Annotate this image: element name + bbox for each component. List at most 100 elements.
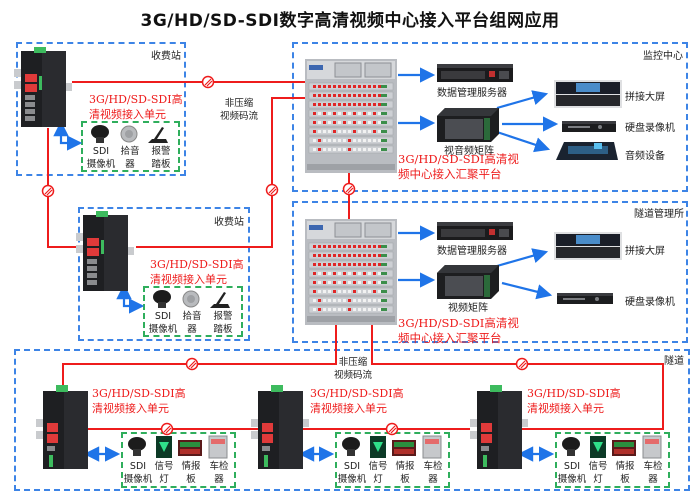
rack-port [373, 299, 376, 302]
rack-port [333, 299, 336, 302]
rack-port [318, 94, 321, 97]
aggregation-platform-tunnelmgmt[interactable] [305, 219, 397, 325]
rack-port [353, 121, 356, 124]
line2: 摄像机 [123, 474, 153, 485]
label-line2: 频中心接入汇聚平台 [398, 167, 502, 181]
rack-port [323, 308, 326, 311]
rack-port [353, 94, 356, 97]
rack-port [368, 245, 371, 248]
line1: 报警 [213, 311, 233, 322]
rack-port [368, 290, 371, 293]
server-icon [437, 64, 517, 84]
rack-port [373, 121, 376, 124]
rack-port [353, 103, 356, 106]
link-matrix-dvr-tm [501, 281, 553, 300]
sdi-camera-icon [562, 437, 580, 456]
line1: 车检 [423, 461, 443, 472]
monitor-output-dvr: 硬盘录像机 [625, 123, 675, 134]
rack-port [323, 290, 326, 293]
line1: SDI [154, 311, 172, 322]
line2: 踏板 [213, 324, 233, 335]
stream-line1: 非压缩 [224, 98, 254, 109]
rack-port [338, 272, 341, 275]
label-line1: 3G/HD/SD-SDI高清视 [398, 152, 519, 166]
fiber-markers [41, 75, 529, 436]
tunnelmgmt-output-dvr: 硬盘录像机 [625, 297, 675, 308]
toll1-devices: SDI 摄像机 拾音 器 报警 踏板 [86, 121, 178, 171]
rack-port [328, 103, 331, 106]
device-label-microphone: 拾音 器 [116, 145, 144, 171]
rack-port [338, 112, 341, 115]
rack-port [373, 148, 376, 151]
stream-line2: 视频码流 [333, 370, 372, 381]
tunnelmgmt-platform-label: 3G/HD/SD-SDI高清视 频中心接入汇聚平台 [398, 316, 519, 346]
rack-port [368, 148, 371, 151]
zone-toll-station-1 [16, 42, 186, 176]
access-unit-toll1[interactable] [14, 47, 72, 129]
rack-port [318, 254, 321, 257]
aggregation-platform-monitor[interactable] [305, 59, 397, 173]
rack-port [348, 121, 351, 124]
rack-port [363, 139, 366, 142]
rack-port [343, 94, 346, 97]
diagram-title: 3G/HD/SD-SDI数字高清视频中心接入平台组网应用 [140, 11, 560, 31]
tunnel2-access-unit-label: 3G/HD/SD-SDI高 清视频接入单元 [310, 386, 404, 416]
info-board-icon [178, 440, 202, 456]
link-matrix-videowall-tm [496, 248, 549, 268]
rack-port [363, 263, 366, 266]
rack-port [348, 290, 351, 293]
rack-port [333, 94, 336, 97]
stream-label-top: 非压缩 视频码流 [214, 97, 264, 123]
rack-port [358, 130, 361, 133]
rack-port [328, 148, 331, 151]
rack-port [343, 121, 346, 124]
rack-port [343, 281, 346, 284]
rack-port [328, 245, 331, 248]
rack-port [323, 263, 326, 266]
rack-port [373, 139, 376, 142]
rack-port [348, 85, 351, 88]
rack-port [338, 290, 341, 293]
line1: 情报 [615, 461, 635, 472]
rack-port [353, 263, 356, 266]
rack-port [363, 103, 366, 106]
line2: 器 [214, 474, 224, 485]
rack-port [373, 85, 376, 88]
rack-port [378, 263, 381, 266]
line1: SDI [92, 146, 110, 157]
zone-monitor-center [292, 42, 688, 192]
access-unit-toll2[interactable] [76, 211, 134, 293]
access-unit-tunnel1[interactable] [36, 385, 94, 471]
rack-port [373, 281, 376, 284]
rack-port [343, 308, 346, 311]
sdi-camera-icon [91, 125, 109, 143]
rack-port [333, 263, 336, 266]
monitor-platform-label: 3G/HD/SD-SDI高清视 频中心接入汇聚平台 [398, 152, 519, 182]
rack-port [313, 254, 316, 257]
vehicle-detector-icon [208, 435, 228, 459]
line1: 拾音 [182, 311, 202, 322]
rack-port [338, 254, 341, 257]
microphone-icon [182, 290, 200, 308]
access-unit-tunnel3[interactable] [470, 385, 528, 471]
monitor-server-label: 数据管理服务器 [437, 88, 507, 99]
access-unit-tunnel2[interactable] [251, 385, 309, 471]
rack-port [343, 245, 346, 248]
link-matrix-videowall-mc [496, 90, 549, 110]
rack-port [348, 148, 351, 151]
rack-port [333, 121, 336, 124]
rack-port [323, 112, 326, 115]
rack-port [343, 103, 346, 106]
dvr-icon [557, 290, 613, 304]
line1: 信号 [154, 461, 174, 472]
rack-port [343, 130, 346, 133]
rack-port [363, 254, 366, 257]
rack-port [353, 139, 356, 142]
toll2-access-unit-label: 3G/HD/SD-SDI高 清视频接入单元 [150, 257, 244, 287]
rack-port [348, 103, 351, 106]
rack-port [378, 254, 381, 257]
rack-port [333, 290, 336, 293]
rack-port [363, 121, 366, 124]
rack-port [313, 148, 316, 151]
